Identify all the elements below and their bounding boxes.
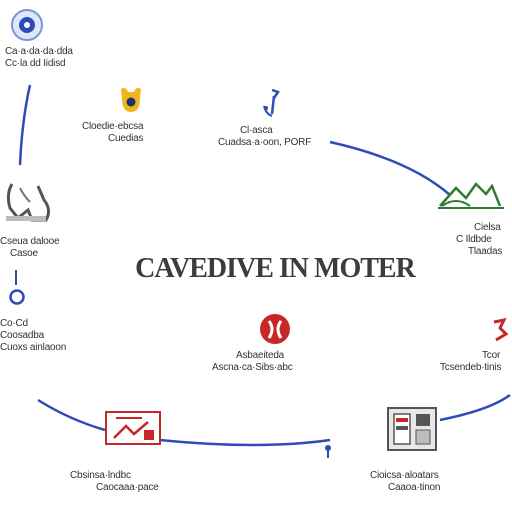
node-label-center-red: Asbaeiteda Ascna·ca·Sibs·abc xyxy=(212,350,293,373)
connector-bottom-middle xyxy=(159,438,331,447)
node-label-left-figure: Cseua dalooe Casoe xyxy=(0,236,60,259)
node-label-yellow: Cloedie·ebcsa Cuedias xyxy=(82,121,144,144)
node-label-right-red: Tcor Tcsendeb·tinis xyxy=(440,350,502,373)
node-label-bottom-right: Cioicsa·aloatars Caaoa·tinon xyxy=(370,470,441,493)
connector-upper-right xyxy=(329,140,451,196)
yellow-figure-icon xyxy=(118,86,144,114)
green-wave-icon xyxy=(436,176,506,212)
pin-icon xyxy=(258,88,284,120)
node-label-bottom-left: Cbsinsa·lndbc Caocaaa·pace xyxy=(70,470,159,493)
chart-box-icon xyxy=(104,410,162,446)
connector-bottom-right xyxy=(439,393,511,422)
connector-top-left xyxy=(18,84,32,166)
target-ring-icon xyxy=(10,8,44,42)
figure-icon xyxy=(2,180,56,226)
connector-bottom-left xyxy=(37,398,106,432)
red-mark-icon xyxy=(490,317,510,342)
node-label-top-left: Ca·a·da·da·dda Cc·la dd Iidisd xyxy=(5,46,73,69)
red-circle-icon xyxy=(258,312,292,346)
node-label-right-green: Cielsa C Ildbde Tlaadas xyxy=(456,222,503,257)
machine-icon xyxy=(386,406,438,452)
small-ring-icon xyxy=(8,288,26,306)
center-title: CAVEDIVE IN MOTER xyxy=(135,253,416,284)
node-label-left-small: Co·Cd Coosadba Cuoxs ainlaoon xyxy=(0,318,67,353)
node-label-pin: Cl·asca Cuadsa·a·oon, PORF xyxy=(218,125,312,148)
